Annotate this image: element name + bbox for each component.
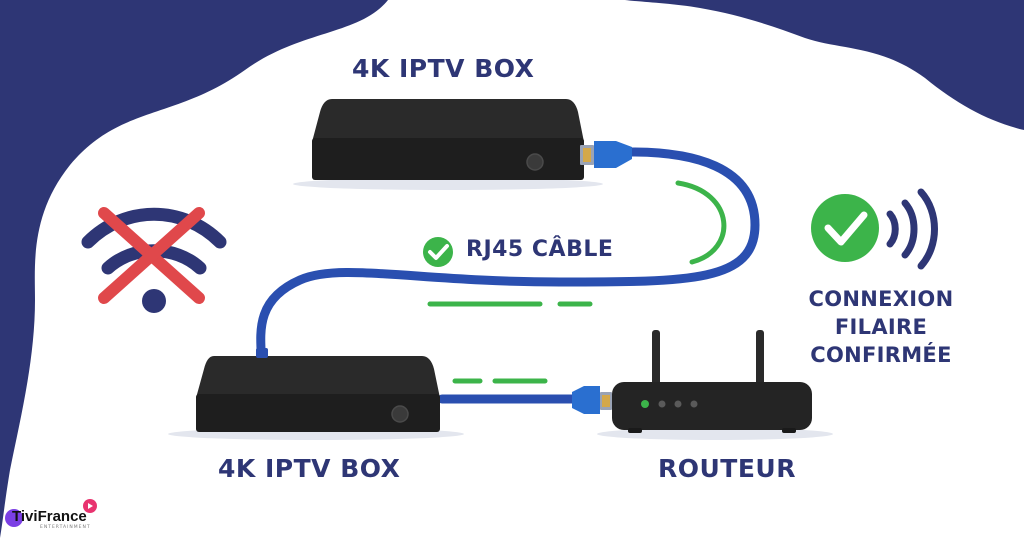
iptv-box-bottom bbox=[168, 356, 464, 440]
connection-line-1: CONNEXION bbox=[808, 287, 954, 311]
connection-line-3: CONFIRMÉE bbox=[810, 343, 952, 367]
signal-waves-icon bbox=[886, 188, 938, 270]
check-circle-icon bbox=[811, 194, 879, 262]
iptv-box-bottom-label: 4K IPTV BOX bbox=[218, 454, 401, 483]
rj45-cable-label: RJ45 CÂBLE bbox=[466, 237, 614, 262]
rj45-plug-top bbox=[580, 141, 632, 168]
iptv-box-top bbox=[293, 99, 603, 190]
brand-tagline: ENTERTAINMENT bbox=[40, 525, 91, 530]
rj45-plug-router bbox=[572, 386, 612, 414]
background-blob-left bbox=[0, 0, 388, 538]
cable-entry-bottom-box bbox=[256, 348, 268, 358]
wifi-crossed-icon bbox=[81, 207, 227, 313]
rj45-cable bbox=[256, 147, 760, 377]
router-label: ROUTEUR bbox=[658, 454, 796, 483]
background-blob-right bbox=[625, 0, 1024, 130]
brand-name: TiviFrance bbox=[12, 508, 87, 525]
router bbox=[597, 330, 833, 440]
connection-confirmed-label: CONNEXION FILAIRE CONFIRMÉE bbox=[795, 285, 967, 369]
iptv-box-top-label: 4K IPTV BOX bbox=[352, 54, 535, 83]
tivifrance-logo-mark bbox=[5, 499, 97, 527]
green-motion-lines bbox=[427, 180, 727, 384]
cable-check-icon bbox=[423, 237, 453, 267]
connection-line-2: FILAIRE bbox=[834, 315, 928, 339]
